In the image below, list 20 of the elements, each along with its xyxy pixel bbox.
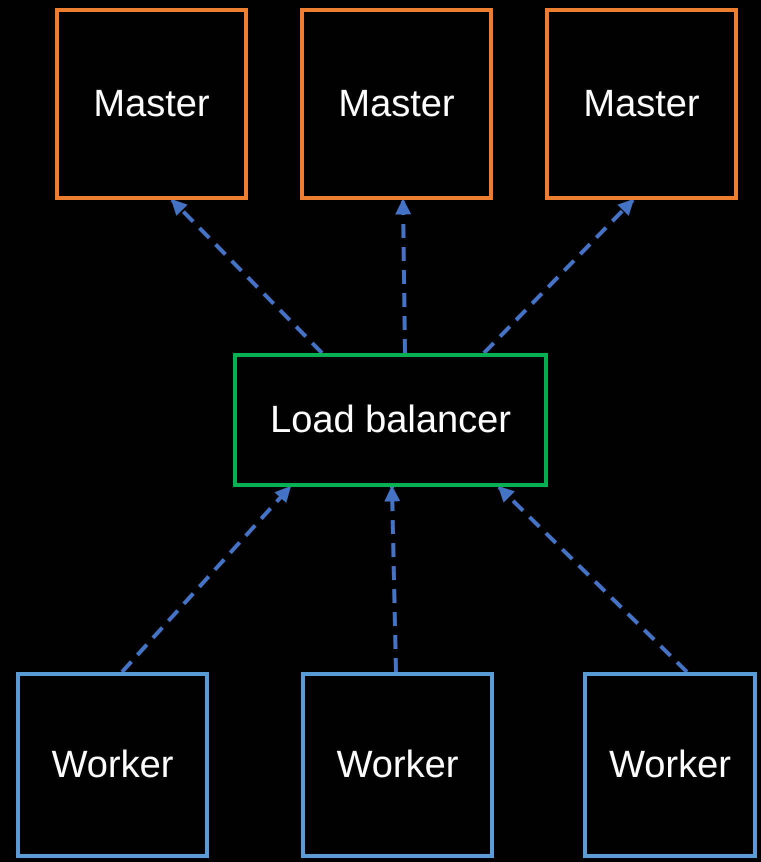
node-label: Worker <box>609 742 731 788</box>
worker-node-box <box>16 672 209 858</box>
node-label: Master <box>93 82 210 126</box>
node-label: Master <box>583 82 700 126</box>
worker-node-box <box>301 672 494 858</box>
dashed-arrow <box>498 486 688 674</box>
dashed-arrow <box>170 198 324 354</box>
master-node-box <box>55 8 248 200</box>
dashed-arrow <box>482 198 634 354</box>
load-balancer-box <box>233 353 548 487</box>
dashed-arrow <box>384 485 400 672</box>
node-label: Worker <box>52 742 174 788</box>
dashed-arrow <box>395 198 412 354</box>
dashed-arrow <box>120 486 292 674</box>
node-label: Worker <box>336 742 458 788</box>
master-node-box <box>545 8 738 200</box>
worker-node-box <box>583 672 757 858</box>
node-label: Load balancer <box>270 398 511 442</box>
master-node-box <box>300 8 493 200</box>
node-label: Master <box>338 82 455 126</box>
